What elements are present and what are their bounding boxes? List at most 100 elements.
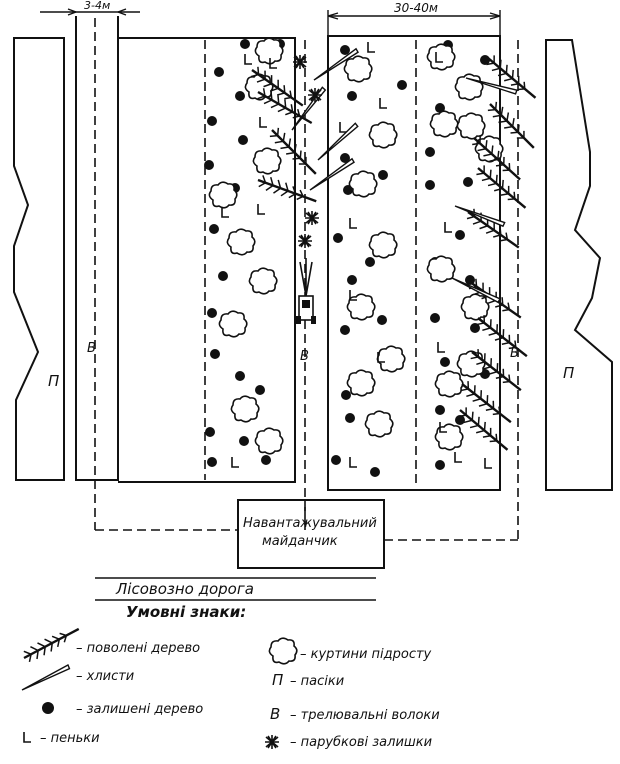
undergrowth-21	[456, 112, 486, 140]
remaining-tree-11	[207, 308, 217, 318]
remaining-tree-17	[239, 436, 249, 446]
remaining-tree-4	[235, 91, 245, 101]
legend-logging-residue: – парубкові залишки	[290, 735, 432, 750]
remaining-tree-39	[425, 147, 435, 157]
legend-felled-tree-icon	[19, 621, 84, 666]
legend-whip-icon	[19, 664, 71, 691]
road-width-arrows	[67, 8, 127, 16]
undergrowth-14	[346, 293, 376, 321]
felled-tree-11	[472, 311, 533, 363]
stump-16	[437, 341, 446, 353]
undergrowth-16	[346, 369, 376, 397]
remaining-tree-10	[218, 271, 228, 281]
loading-area-title-2: майданчик	[262, 534, 338, 549]
trail-connectors	[95, 500, 518, 541]
legend-residue-icon	[264, 734, 280, 750]
strip-width-arrows	[327, 12, 501, 20]
stumps-group	[221, 41, 493, 469]
stump-3	[259, 116, 268, 128]
whip-2	[286, 86, 328, 131]
remaining-tree-34	[370, 467, 380, 477]
undergrowth-4	[208, 181, 238, 209]
right-strip-outline	[545, 39, 613, 491]
remaining-tree-28	[365, 257, 375, 267]
undergrowth-13	[368, 231, 398, 259]
remaining-tree-13	[210, 349, 220, 359]
felled-tree-13	[456, 377, 517, 429]
stump-4	[257, 203, 266, 215]
remaining-tree-29	[347, 275, 357, 285]
undergrowth-8	[230, 395, 260, 423]
remaining-tree-3	[214, 67, 224, 77]
undergrowth-9	[254, 427, 284, 455]
remaining-tree-27	[333, 233, 343, 243]
undergrowth-12	[348, 170, 378, 198]
right-strip-label: П	[563, 364, 574, 382]
legend-skid-trails: – трелювальні волоки	[290, 708, 440, 723]
legend-undergrowth: – куртини підросту	[300, 647, 432, 662]
stump-17	[454, 451, 463, 463]
road-corridor	[75, 16, 119, 481]
legend-undergrowth-icon	[268, 637, 298, 665]
felled-tree-5	[482, 51, 542, 105]
stump-12	[349, 456, 358, 468]
undergrowth-25	[456, 350, 486, 378]
whip-3	[313, 122, 360, 161]
legend: – поволені дерево – хлисти – залишені де…	[19, 621, 440, 750]
undergrowth-11	[368, 121, 398, 149]
legend-whips: – хлисти	[76, 669, 134, 684]
tractor-icon	[296, 258, 316, 324]
road-width-label: 3-4м	[84, 0, 110, 12]
remaining-tree-5	[207, 116, 217, 126]
undergrowth-2	[244, 73, 274, 101]
legend-trail-symbol: В	[270, 705, 280, 723]
legend-strip-symbol: П	[272, 671, 283, 689]
undergrowth-5	[226, 228, 256, 256]
remaining-tree-47	[440, 357, 450, 367]
remaining-tree-51	[435, 460, 445, 470]
stump-1	[244, 53, 253, 65]
residue-2	[307, 87, 323, 103]
remaining-tree-40	[425, 180, 435, 190]
left-trail-label: В	[87, 341, 96, 356]
stump-6	[231, 456, 240, 468]
forest-road-label: Лісовозно дорога	[115, 580, 254, 598]
remaining-tree-19	[261, 455, 271, 465]
remaining-tree-18	[207, 457, 217, 467]
residue-4	[297, 233, 313, 249]
stump-18	[484, 457, 493, 469]
remaining-tree-1	[240, 39, 250, 49]
residue-1	[292, 54, 308, 70]
undergrowth-26	[434, 370, 464, 398]
felled-tree-8	[472, 161, 532, 215]
remaining-tree-22	[347, 91, 357, 101]
remaining-tree-35	[331, 455, 341, 465]
left-logging-strip	[118, 37, 296, 483]
remaining-tree-7	[204, 160, 214, 170]
remaining-tree-9	[209, 224, 219, 234]
loading-area-title-1: Навантажувальний	[243, 516, 377, 531]
legend-title: Умовні знаки:	[126, 603, 246, 621]
undergrowth-18	[426, 43, 456, 71]
undergrowth-6	[248, 267, 278, 295]
stump-15	[444, 221, 453, 233]
undergrowth-10	[343, 55, 373, 83]
remaining-tree-46	[470, 323, 480, 333]
center-trail-label: В	[300, 349, 309, 364]
remaining-tree-15	[255, 385, 265, 395]
right-trail-label: В	[510, 346, 519, 361]
remaining-tree-21	[397, 80, 407, 90]
stump-7	[367, 41, 376, 53]
remaining-tree-37	[480, 55, 490, 65]
remaining-tree-41	[463, 177, 473, 187]
undergrowth-group	[208, 37, 504, 455]
undergrowth-17	[364, 410, 394, 438]
left-strip-outline	[13, 37, 65, 481]
remaining-tree-24	[340, 153, 350, 163]
residue-3	[304, 210, 320, 226]
remaining-tree-42	[455, 230, 465, 240]
undergrowth-20	[429, 110, 459, 138]
felled-tree-14	[454, 403, 514, 457]
remaining-tree-6	[238, 135, 248, 145]
